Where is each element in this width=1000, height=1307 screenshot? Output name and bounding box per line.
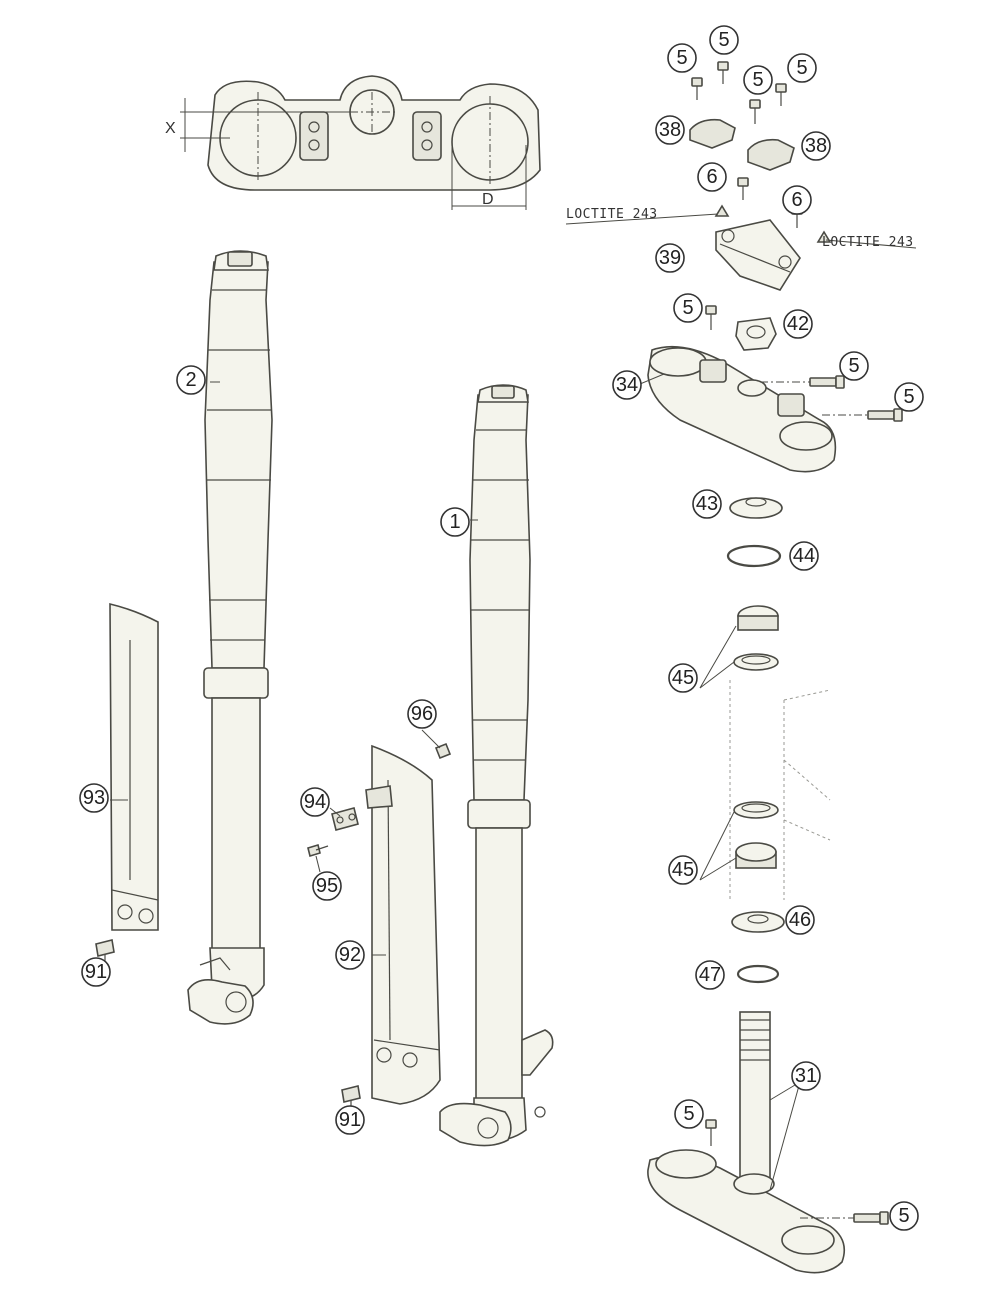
svg-text:5: 5: [903, 386, 914, 408]
callout-91-b: 91: [335, 1105, 365, 1135]
svg-text:91: 91: [85, 961, 107, 983]
svg-text:92: 92: [339, 944, 361, 966]
callout-5-c: 5: [743, 65, 773, 95]
svg-text:46: 46: [789, 909, 811, 931]
o-ring-47: [736, 964, 780, 984]
brake-line-clamp: [331, 807, 359, 831]
clamp-screw: [307, 843, 329, 858]
fork-guard-right: [341, 744, 441, 1108]
svg-text:5: 5: [683, 1103, 694, 1125]
callout-96: 96: [407, 699, 437, 729]
callout-1: 1: [440, 507, 470, 537]
svg-text:93: 93: [83, 787, 105, 809]
svg-text:94: 94: [304, 791, 326, 813]
svg-text:5: 5: [676, 47, 687, 69]
dust-seal: [729, 497, 783, 519]
callout-91-a: 91: [81, 957, 111, 987]
callout-5-b: 5: [709, 25, 739, 55]
triple-clamp-dimension-view: X D: [165, 75, 541, 210]
callout-39: 39: [655, 243, 685, 273]
svg-text:42: 42: [787, 313, 809, 335]
callout-2: 2: [176, 365, 206, 395]
svg-text:43: 43: [696, 493, 718, 515]
svg-text:6: 6: [791, 189, 802, 211]
callout-5-i: 5: [889, 1201, 919, 1231]
callout-5-h: 5: [674, 1099, 704, 1129]
frame-outline: [729, 680, 831, 900]
top-screws: [691, 61, 787, 124]
clamp-screws-side: [760, 375, 903, 422]
callout-92: 92: [335, 940, 365, 970]
handlebar-clamp-upper-right: [747, 138, 795, 171]
svg-text:5: 5: [796, 57, 807, 79]
callout-38-a: 38: [655, 115, 685, 145]
callout-31: 31: [791, 1061, 821, 1091]
dimension-x-label: X: [165, 120, 176, 137]
svg-text:38: 38: [805, 135, 827, 157]
callout-45-a: 45: [668, 663, 698, 693]
callout-95: 95: [312, 871, 342, 901]
steering-bearing-upper: [733, 605, 779, 671]
svg-text:39: 39: [659, 247, 681, 269]
svg-text:31: 31: [795, 1065, 817, 1087]
callout-5-e: 5: [673, 293, 703, 323]
svg-text:47: 47: [699, 964, 721, 986]
loctite-label-right: LOCTITE 243: [822, 235, 914, 250]
handlebar-clamp-lower: [715, 219, 801, 291]
callout-46: 46: [785, 905, 815, 935]
dimension-d-label: D: [482, 191, 494, 208]
svg-text:45: 45: [672, 859, 694, 881]
svg-text:2: 2: [185, 369, 196, 391]
callout-43: 43: [692, 489, 722, 519]
loctite-label-left: LOCTITE 243: [566, 207, 658, 222]
callout-6-b: 6: [782, 185, 812, 215]
steering-bearing-lower: [733, 801, 779, 869]
handlebar-clamp-upper-left: [689, 118, 736, 149]
fork-leg-right: [439, 384, 554, 1147]
fork-guard-left: [95, 602, 159, 962]
callout-34: 34: [612, 370, 642, 400]
svg-text:5: 5: [848, 355, 859, 377]
callout-93: 93: [79, 783, 109, 813]
callout-38-b: 38: [801, 131, 831, 161]
callout-45-b: 45: [668, 855, 698, 885]
dust-seal-lower: [731, 911, 785, 933]
callout-5-g: 5: [894, 382, 924, 412]
svg-text:91: 91: [339, 1109, 361, 1131]
callout-5-d: 5: [787, 53, 817, 83]
svg-text:96: 96: [411, 703, 433, 725]
svg-text:38: 38: [659, 119, 681, 141]
fork-leg-left: [187, 250, 273, 1025]
lower-triple-clamp-with-stem: [647, 1011, 889, 1274]
callout-94: 94: [300, 787, 330, 817]
svg-text:34: 34: [616, 374, 638, 396]
callout-44: 44: [789, 541, 819, 571]
svg-text:45: 45: [672, 667, 694, 689]
svg-text:5: 5: [898, 1205, 909, 1227]
svg-text:1: 1: [449, 511, 460, 533]
callout-5-f: 5: [839, 351, 869, 381]
svg-text:5: 5: [752, 69, 763, 91]
upper-triple-clamp: [647, 345, 837, 473]
svg-text:5: 5: [682, 297, 693, 319]
callout-42: 42: [783, 309, 813, 339]
svg-text:44: 44: [793, 545, 815, 567]
svg-text:95: 95: [316, 875, 338, 897]
screw-and-steering-nut: [705, 305, 777, 351]
callout-5-a: 5: [667, 43, 697, 73]
callout-47: 47: [695, 960, 725, 990]
callout-6-a: 6: [697, 162, 727, 192]
o-ring-44: [726, 544, 782, 568]
svg-text:5: 5: [718, 29, 729, 51]
svg-text:6: 6: [706, 166, 717, 188]
